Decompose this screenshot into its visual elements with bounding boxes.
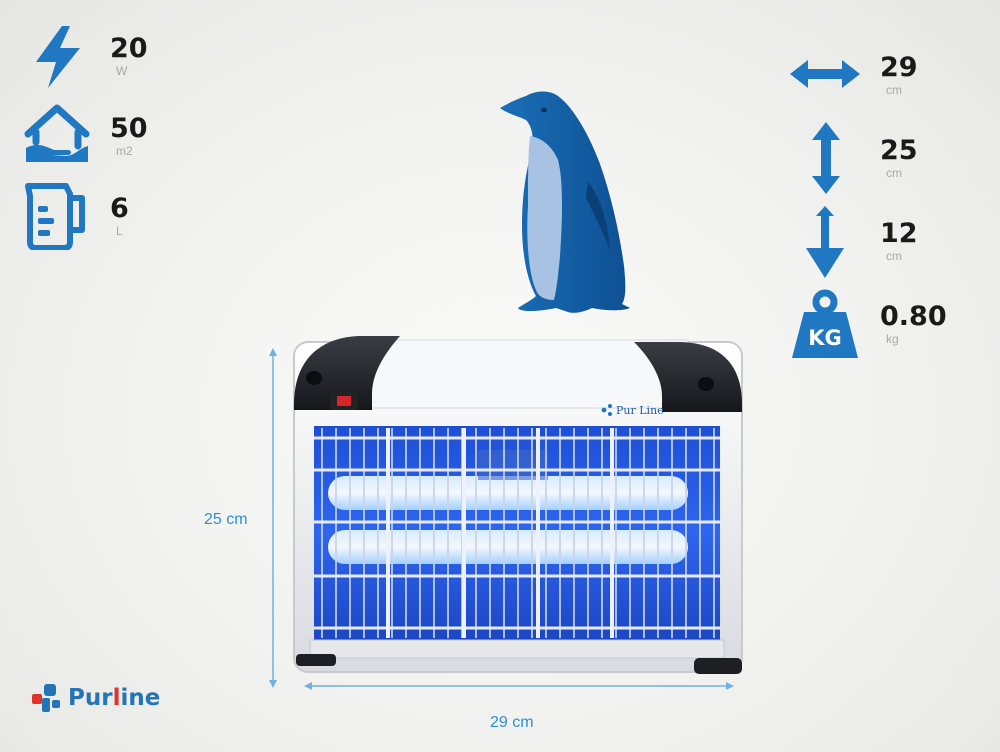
product-brand-badge: Pur Line bbox=[601, 404, 664, 417]
penguin-scale-illustration bbox=[496, 86, 636, 323]
house-area-icon bbox=[22, 102, 92, 166]
weight-kg-icon: KG bbox=[790, 288, 860, 360]
spec-depth: 12 cm bbox=[880, 220, 918, 262]
purline-logo-text: Purline bbox=[68, 685, 161, 711]
spec-power-value: 20 bbox=[110, 33, 148, 64]
spec-power-unit: W bbox=[116, 64, 128, 78]
spec-area-unit: m2 bbox=[116, 144, 133, 158]
purline-logo: Purline bbox=[30, 682, 160, 714]
spec-width-unit: cm bbox=[886, 83, 902, 97]
spec-capacity-unit: L bbox=[116, 224, 123, 238]
spec-area-value: 50 bbox=[110, 113, 148, 144]
height-dimension-label: 25 cm bbox=[204, 511, 248, 528]
spec-area: 50 m2 bbox=[110, 115, 148, 157]
spec-height-unit: cm bbox=[886, 166, 902, 180]
spec-weight-value: 0.80 bbox=[880, 301, 947, 332]
weight-kg-text: KG bbox=[808, 326, 842, 350]
power-bolt-icon bbox=[30, 24, 86, 90]
spec-width-value: 29 bbox=[880, 52, 918, 83]
spec-height-value: 25 bbox=[880, 135, 918, 166]
spec-weight: 0.80 kg bbox=[880, 303, 947, 345]
height-arrow-icon bbox=[808, 120, 844, 196]
purline-logo-mark-icon bbox=[32, 684, 60, 712]
depth-arrow-icon bbox=[802, 204, 848, 280]
spec-capacity: 6 L bbox=[110, 195, 129, 237]
bug-zapper-product-image: Pur Line bbox=[288, 332, 750, 685]
spec-weight-unit: kg bbox=[886, 332, 899, 346]
product-brand-badge-text: Pur Line bbox=[616, 404, 664, 417]
spec-height: 25 cm bbox=[880, 137, 918, 179]
width-dimension-label: 29 cm bbox=[490, 714, 534, 731]
width-dimension-line bbox=[304, 679, 734, 698]
height-dimension-line bbox=[266, 348, 280, 693]
spec-width: 29 cm bbox=[880, 54, 918, 96]
width-arrow-icon bbox=[788, 56, 862, 92]
spec-depth-unit: cm bbox=[886, 249, 902, 263]
jug-capacity-icon bbox=[24, 182, 90, 250]
spec-depth-value: 12 bbox=[880, 218, 918, 249]
spec-capacity-value: 6 bbox=[110, 193, 129, 224]
spec-power: 20 W bbox=[110, 35, 148, 77]
